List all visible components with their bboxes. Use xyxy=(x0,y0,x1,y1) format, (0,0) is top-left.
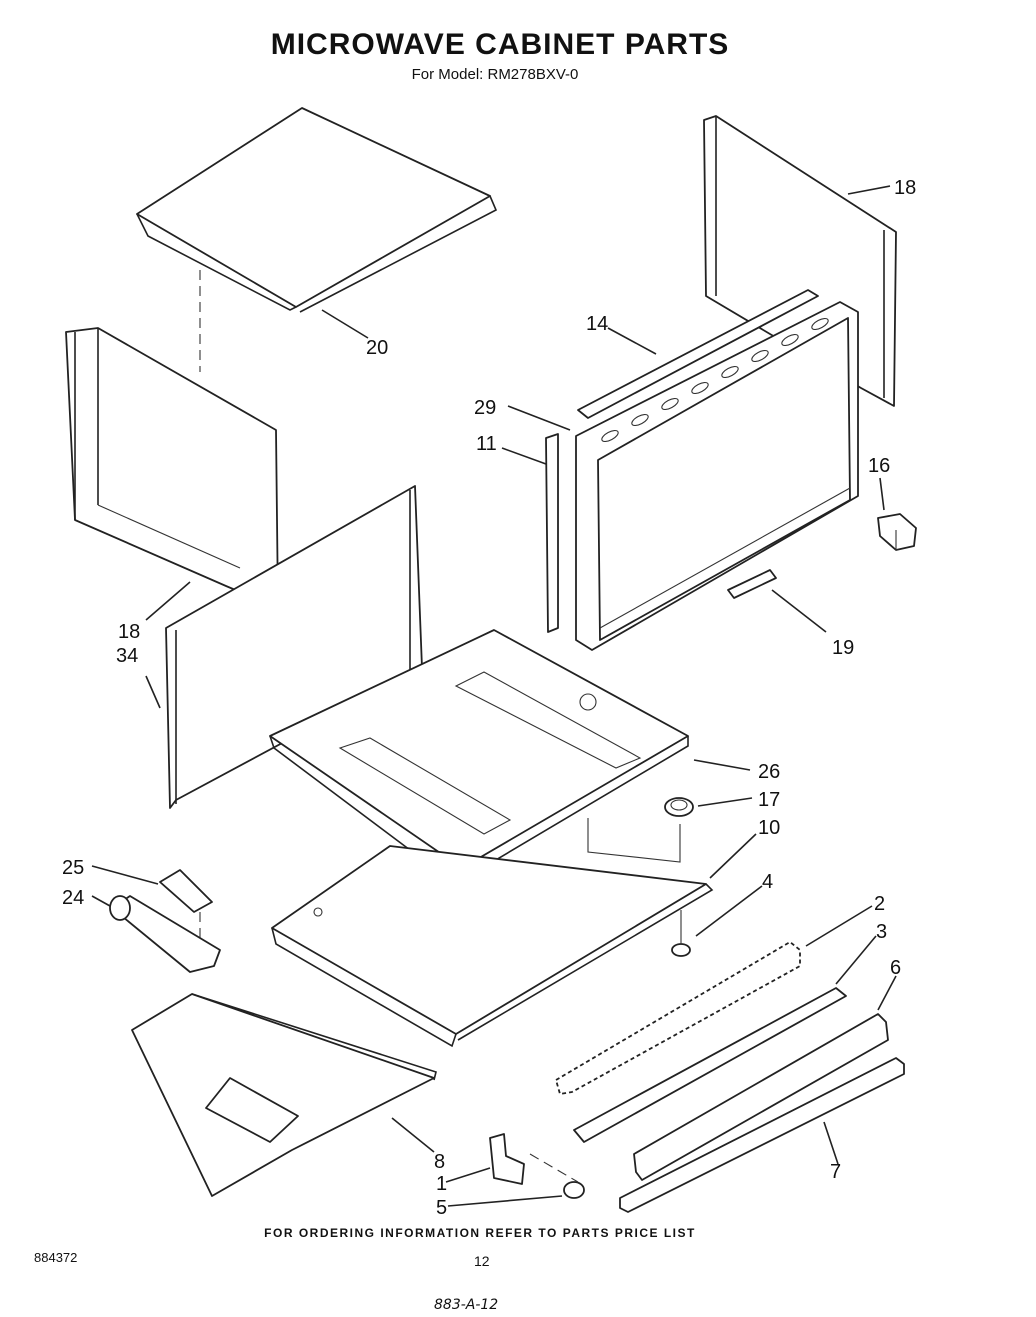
part-18-left-side-panel xyxy=(65,327,279,609)
callout-17: 17 xyxy=(758,789,780,811)
frame-vent-slots xyxy=(601,317,829,443)
callout-29: 29 xyxy=(474,397,496,419)
callout-7: 7 xyxy=(830,1161,841,1183)
callout-18-right: 18 xyxy=(894,177,916,199)
callout-16: 16 xyxy=(868,455,890,477)
callout-10: 10 xyxy=(758,817,780,839)
document-number: 884372 xyxy=(34,1250,78,1265)
part-20-top-cover xyxy=(136,107,498,372)
part-25-bracket xyxy=(159,869,213,944)
callout-labels: 18 14 20 29 11 16 18 34 19 26 17 10 25 2… xyxy=(62,177,916,1219)
callout-6: 6 xyxy=(890,957,901,979)
callout-26: 26 xyxy=(758,761,780,783)
callout-4: 4 xyxy=(762,871,773,893)
callout-2: 2 xyxy=(874,893,885,915)
part-3-strip xyxy=(573,987,847,1143)
callout-11: 11 xyxy=(476,433,497,455)
callout-24: 24 xyxy=(62,887,84,909)
callout-18-left: 18 xyxy=(118,621,140,643)
callout-25: 25 xyxy=(62,857,84,879)
callout-20: 20 xyxy=(366,337,388,359)
part-29-front-frame xyxy=(575,301,859,651)
handwritten-code: 883-A-12 xyxy=(434,1297,499,1313)
callout-34: 34 xyxy=(116,645,138,667)
part-2-grille xyxy=(555,941,801,1095)
ordering-note: FOR ORDERING INFORMATION REFER TO PARTS … xyxy=(264,1226,696,1240)
page-number: 12 xyxy=(474,1253,490,1269)
callout-3: 3 xyxy=(876,921,887,943)
model-subtitle: For Model: RM278BXV-0 xyxy=(411,66,579,83)
part-8-bottom-pan xyxy=(131,993,437,1197)
callout-14: 14 xyxy=(586,313,608,335)
part-11-side-strip xyxy=(545,433,559,633)
callout-8: 8 xyxy=(434,1151,445,1173)
part-14-top-strip xyxy=(577,289,819,419)
part-10-base xyxy=(271,845,714,1048)
part-17-grommet xyxy=(587,797,694,863)
part-5-knob xyxy=(529,1153,585,1199)
part-4-foot xyxy=(671,910,691,957)
part-19-label xyxy=(727,569,777,599)
callout-5: 5 xyxy=(436,1197,447,1219)
part-16-bracket xyxy=(877,513,917,551)
part-26-tray xyxy=(269,629,689,882)
leader-lines xyxy=(91,185,897,1207)
part-1-switch xyxy=(489,1133,525,1185)
part-24-duct xyxy=(109,895,221,973)
callout-19: 19 xyxy=(832,637,854,659)
part-6-trim xyxy=(633,1013,889,1181)
part-7-rail xyxy=(619,1057,905,1213)
diagram-title: MICROWAVE CABINET PARTS xyxy=(270,28,730,61)
callout-1: 1 xyxy=(436,1173,447,1195)
